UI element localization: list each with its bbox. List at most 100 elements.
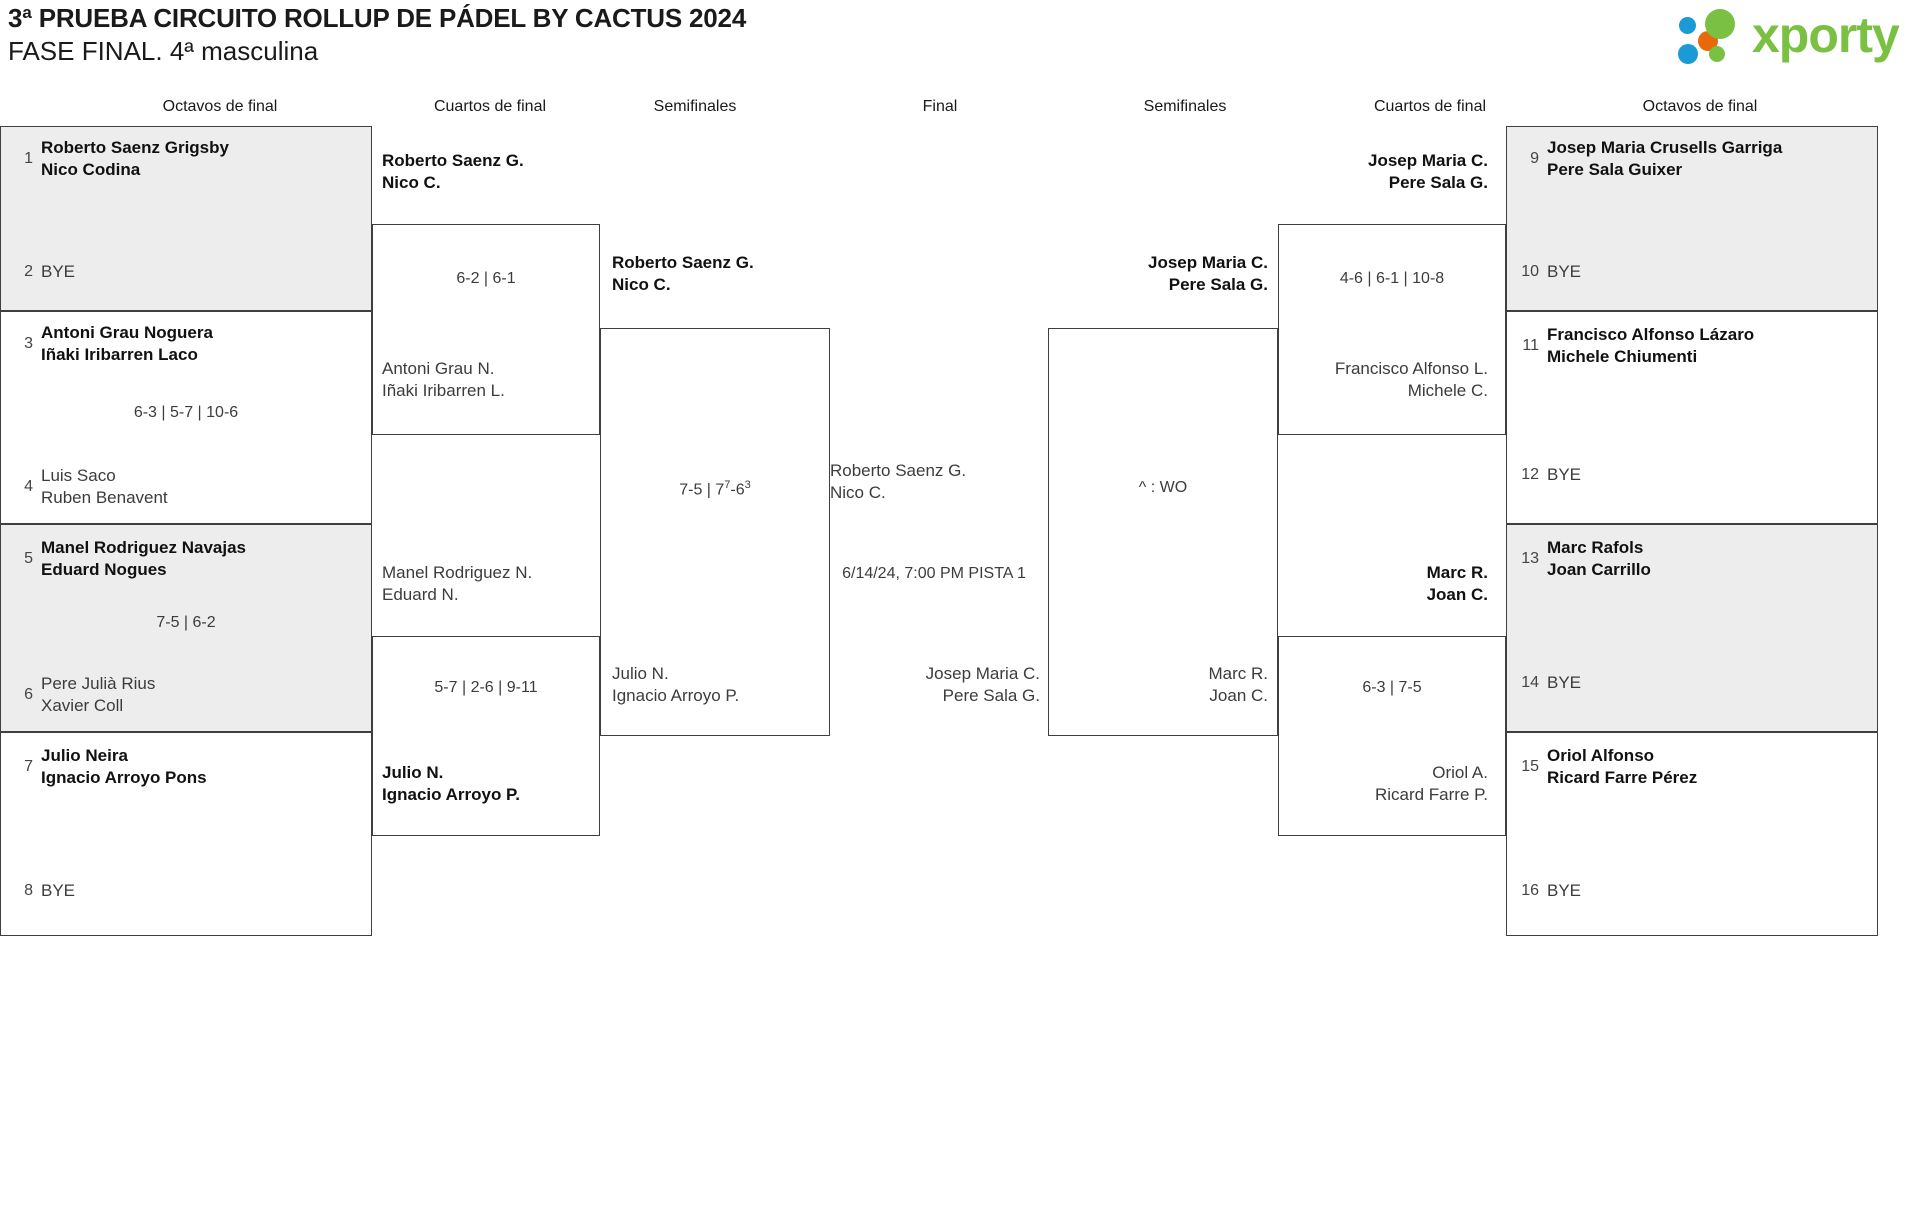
player-name-2: Joan C. — [1426, 585, 1488, 604]
player-name-1: Roberto Saenz G. — [382, 151, 524, 170]
player-name-2: Nico C. — [382, 173, 441, 192]
match-box-right-sf[interactable]: ^ : WO — [1048, 328, 1278, 736]
left-qf2-bottom-names: Julio N. Ignacio Arroyo P. — [382, 762, 520, 806]
player-name-1: Julio N. — [612, 664, 669, 683]
player-name-2: Ignacio Arroyo P. — [382, 785, 520, 804]
match-slot-seed-3: 3 Antoni Grau Noguera Iñaki Iribarren La… — [11, 322, 213, 366]
player-name-1: Manel Rodriguez Navajas — [41, 538, 247, 557]
round-header-right-sf: Semifinales — [1143, 98, 1227, 115]
player-name-2: Ruben Benavent — [41, 488, 168, 507]
seed-number: 1 — [24, 150, 33, 167]
match-box-right-qf-1[interactable]: 4-6 | 6-1 | 10-8 — [1278, 224, 1506, 435]
player-name-2: Pere Sala Guixer — [1547, 160, 1683, 179]
seed-number: 11 — [1522, 337, 1539, 354]
score-part-2: -6 — [730, 481, 745, 499]
player-name-2: Nico Codina — [41, 160, 141, 179]
player-names: Francisco Alfonso Lázaro Michele Chiumen… — [1547, 324, 1754, 368]
title-block: 3ª PRUEBA CIRCUITO ROLLUP DE PÁDEL BY CA… — [8, 2, 746, 68]
player-name-2: Ricard Farre Pérez — [1547, 768, 1698, 787]
score-tiebreak-2: 3 — [744, 479, 751, 491]
player-name-1: Josep Maria C. — [925, 664, 1040, 683]
match-slot-seed-16: 16 BYE — [1517, 881, 1581, 901]
round-header-left-r16: Octavos de final — [162, 98, 278, 115]
logo-dots-icon — [1678, 6, 1750, 64]
match-slot-seed-4: 4 Luis Saco Ruben Benavent — [11, 465, 168, 509]
left-sf-top-names: Roberto Saenz G. Nico C. — [612, 252, 754, 296]
player-name-1: Pere Julià Rius — [41, 674, 156, 693]
match-score: ^ : WO — [1138, 479, 1188, 496]
match-slot-seed-1: 1 Roberto Saenz Grigsby Nico Codina — [11, 137, 229, 181]
logo-dot-blue-top-icon — [1679, 17, 1696, 34]
player-names: Manel Rodriguez Navajas Eduard Nogues — [41, 537, 246, 581]
player-name-2: Pere Sala G. — [1388, 173, 1488, 192]
player-name-1: Francisco Alfonso Lázaro — [1547, 325, 1755, 344]
seed-number: 8 — [24, 882, 33, 899]
player-name-1: Marc R. — [1208, 664, 1269, 683]
bye-label: BYE — [1547, 881, 1582, 900]
match-score: 5-7 | 2-6 | 9-11 — [434, 679, 538, 696]
match-box-left-qf-2[interactable]: 5-7 | 2-6 | 9-11 — [372, 636, 600, 836]
seed-number: 6 — [24, 686, 33, 703]
score-part-1: 7-5 | 7 — [679, 481, 725, 499]
round-header-final: Final — [922, 98, 958, 115]
player-name-2: Eduard Nogues — [41, 560, 167, 579]
player-names: Luis Saco Ruben Benavent — [41, 465, 168, 509]
player-name-2: Joan C. — [1209, 686, 1268, 705]
player-name-1: Antoni Grau N. — [382, 359, 495, 378]
seed-number: 9 — [1530, 150, 1539, 167]
match-box-left-qf-1[interactable]: 6-2 | 6-1 — [372, 224, 600, 435]
match-slot-seed-11: 11 Francisco Alfonso Lázaro Michele Chiu… — [1517, 324, 1754, 368]
seed-number: 4 — [24, 478, 33, 495]
player-name-2: Michele Chiumenti — [1547, 347, 1698, 366]
match-box-right-r16-1[interactable]: 9 Josep Maria Crusells Garriga Pere Sala… — [1506, 126, 1878, 311]
xporty-logo: xporty — [1678, 6, 1906, 64]
match-slot-seed-9: 9 Josep Maria Crusells Garriga Pere Sala… — [1517, 137, 1782, 181]
player-name-1: Antoni Grau Noguera — [41, 323, 213, 342]
match-score: 6-3 | 5-7 | 10-6 — [133, 404, 239, 421]
match-box-right-r16-4[interactable]: 15 Oriol Alfonso Ricard Farre Pérez 16 B… — [1506, 732, 1878, 936]
player-name-2: Michele C. — [1407, 381, 1488, 400]
player-name-1: Roberto Saenz G. — [830, 461, 967, 480]
match-box-left-r16-2[interactable]: 3 Antoni Grau Noguera Iñaki Iribarren La… — [0, 311, 372, 524]
match-slot-seed-13: 13 Marc Rafols Joan Carrillo — [1517, 537, 1651, 581]
logo-dot-green-small-icon — [1709, 46, 1725, 62]
player-names: Pere Julià Rius Xavier Coll — [41, 673, 155, 717]
player-names: Josep Maria Crusells Garriga Pere Sala G… — [1547, 137, 1782, 181]
match-box-left-r16-4[interactable]: 7 Julio Neira Ignacio Arroyo Pons 8 BYE — [0, 732, 372, 936]
bye-label: BYE — [1547, 465, 1582, 484]
match-box-right-r16-2[interactable]: 11 Francisco Alfonso Lázaro Michele Chiu… — [1506, 311, 1878, 524]
match-box-left-r16-3[interactable]: 5 Manel Rodriguez Navajas Eduard Nogues … — [0, 524, 372, 732]
match-box-left-r16-1[interactable]: 1 Roberto Saenz Grigsby Nico Codina 2 BY… — [0, 126, 372, 311]
match-slot-seed-8: 8 BYE — [11, 881, 75, 901]
match-box-left-sf[interactable]: 7-5 | 77-63 — [600, 328, 830, 736]
player-name-1: Josep Maria C. — [1148, 253, 1268, 272]
match-slot-seed-15: 15 Oriol Alfonso Ricard Farre Pérez — [1517, 745, 1697, 789]
seed-number: 15 — [1521, 758, 1539, 775]
match-slot-seed-14: 14 BYE — [1517, 673, 1581, 693]
player-name-1: Luis Saco — [41, 466, 116, 485]
seed-number: 13 — [1521, 550, 1539, 567]
match-slot-seed-10: 10 BYE — [1517, 262, 1581, 282]
score-tiebreak-1: 7 — [724, 479, 731, 491]
final-bottom-names: Josep Maria C. Pere Sala G. — [830, 663, 1040, 707]
player-names: Marc Rafols Joan Carrillo — [1547, 537, 1651, 581]
player-name-2: Iñaki Iribarren L. — [382, 381, 505, 400]
player-name-1: Roberto Saenz G. — [612, 253, 754, 272]
player-name-2: Eduard N. — [382, 585, 459, 604]
match-score: 7-5 | 77-63 — [601, 479, 829, 499]
player-name-1: Julio Neira — [41, 746, 128, 765]
left-qf2-top-names: Manel Rodriguez N. Eduard N. — [382, 562, 532, 606]
player-name-2: Ignacio Arroyo Pons — [41, 768, 207, 787]
page-title: 3ª PRUEBA CIRCUITO ROLLUP DE PÁDEL BY CA… — [8, 3, 747, 33]
match-slot-seed-6: 6 Pere Julià Rius Xavier Coll — [11, 673, 155, 717]
player-name-1: Josep Maria C. — [1368, 151, 1488, 170]
bye-label: BYE — [1547, 262, 1582, 281]
left-qf1-top-names: Roberto Saenz G. Nico C. — [382, 150, 524, 194]
logo-wordmark: xporty — [1752, 7, 1900, 63]
seed-number: 16 — [1521, 882, 1539, 899]
round-header-right-r16: Octavos de final — [1642, 98, 1758, 115]
match-box-right-qf-2[interactable]: 6-3 | 7-5 — [1278, 636, 1506, 836]
player-name-2: Joan Carrillo — [1547, 560, 1651, 579]
match-box-right-r16-3[interactable]: 13 Marc Rafols Joan Carrillo 14 BYE — [1506, 524, 1878, 732]
player-name-2: Pere Sala G. — [942, 686, 1040, 705]
